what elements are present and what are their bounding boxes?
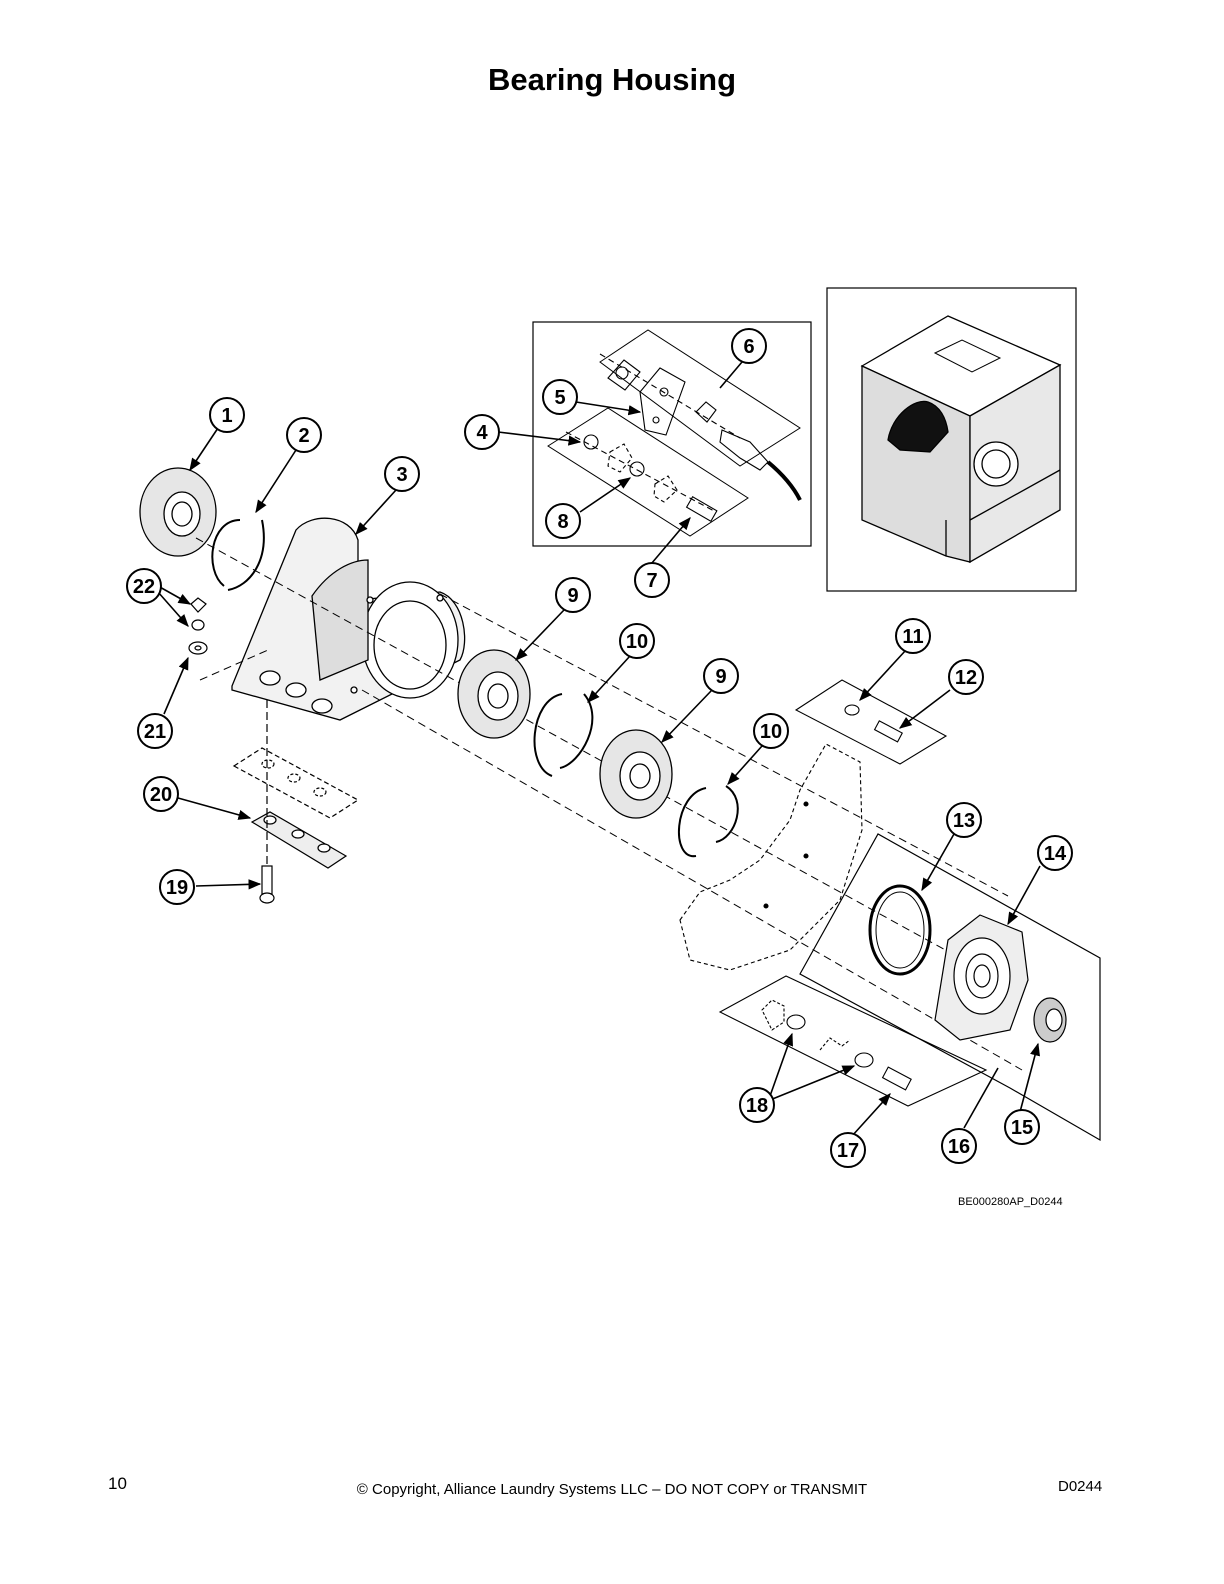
bracket-drawing	[232, 700, 360, 904]
callout-17: 17	[830, 1132, 866, 1168]
callout-9b: 9	[703, 658, 739, 694]
callout-10a: 10	[619, 623, 655, 659]
svg-text:9: 9	[715, 666, 726, 688]
copyright-notice: © Copyright, Alliance Laundry Systems LL…	[356, 1481, 868, 1498]
svg-text:5: 5	[554, 387, 565, 409]
housing-drawing	[139, 467, 466, 721]
svg-text:22: 22	[133, 576, 155, 598]
callout-20: 20	[143, 776, 179, 812]
callout-18: 18	[739, 1087, 775, 1123]
callout-16: 16	[941, 1128, 977, 1164]
svg-text:3: 3	[396, 464, 407, 486]
svg-text:4: 4	[476, 422, 488, 444]
svg-text:10: 10	[760, 721, 782, 743]
page-number: 10	[108, 1474, 127, 1493]
svg-text:9: 9	[567, 585, 578, 607]
machine-location-drawing	[860, 315, 1062, 564]
svg-text:12: 12	[955, 667, 977, 689]
svg-text:11: 11	[902, 626, 923, 648]
svg-text:17: 17	[837, 1140, 859, 1162]
figure-id: BE000280AP_D0244	[958, 1196, 1063, 1208]
cover-assembly-drawing	[799, 833, 1101, 1142]
callout-7: 7	[634, 562, 670, 598]
svg-text:10: 10	[626, 631, 648, 653]
callout-14: 14	[1037, 835, 1073, 871]
svg-text:7: 7	[646, 570, 657, 592]
assembly-axis-lines	[195, 537, 1023, 1071]
callout-5: 5	[542, 379, 578, 415]
nut-washer-drawing	[188, 597, 208, 655]
svg-text:2: 2	[298, 425, 309, 447]
callout-15: 15	[1004, 1109, 1040, 1145]
callout-3: 3	[384, 456, 420, 492]
callout-4: 4	[464, 414, 500, 450]
callout-21: 21	[137, 713, 173, 749]
callout-12: 12	[948, 659, 984, 695]
callout-11: 11	[895, 618, 931, 654]
svg-text:20: 20	[150, 784, 172, 806]
svg-text:15: 15	[1011, 1117, 1033, 1139]
document-code: D0244	[1058, 1478, 1103, 1495]
callout-2: 2	[286, 417, 322, 453]
callout-1: 1	[209, 397, 245, 433]
svg-text:8: 8	[557, 511, 568, 533]
svg-text:6: 6	[743, 336, 754, 358]
svg-text:21: 21	[144, 721, 166, 743]
svg-text:1: 1	[221, 405, 232, 427]
svg-text:19: 19	[166, 877, 188, 899]
callout-6: 6	[731, 328, 767, 364]
callout-9a: 9	[555, 577, 591, 613]
callout-22: 22	[126, 568, 162, 604]
svg-text:13: 13	[953, 810, 975, 832]
svg-text:18: 18	[746, 1095, 768, 1117]
sensor-inset-box	[532, 321, 812, 547]
callout-10b: 10	[753, 713, 789, 749]
page-title: Bearing Housing	[487, 62, 736, 97]
callout-leaders	[157, 361, 1041, 1137]
sensor-assembly-drawing	[547, 329, 802, 537]
svg-text:14: 14	[1044, 843, 1067, 865]
callout-8: 8	[545, 503, 581, 539]
bearings-rings-drawing	[457, 649, 739, 858]
callout-19: 19	[159, 869, 195, 905]
callout-13: 13	[946, 802, 982, 838]
svg-text:16: 16	[948, 1136, 970, 1158]
shield-panel-drawing	[679, 679, 948, 971]
machine-location-inset-box	[826, 287, 1077, 592]
